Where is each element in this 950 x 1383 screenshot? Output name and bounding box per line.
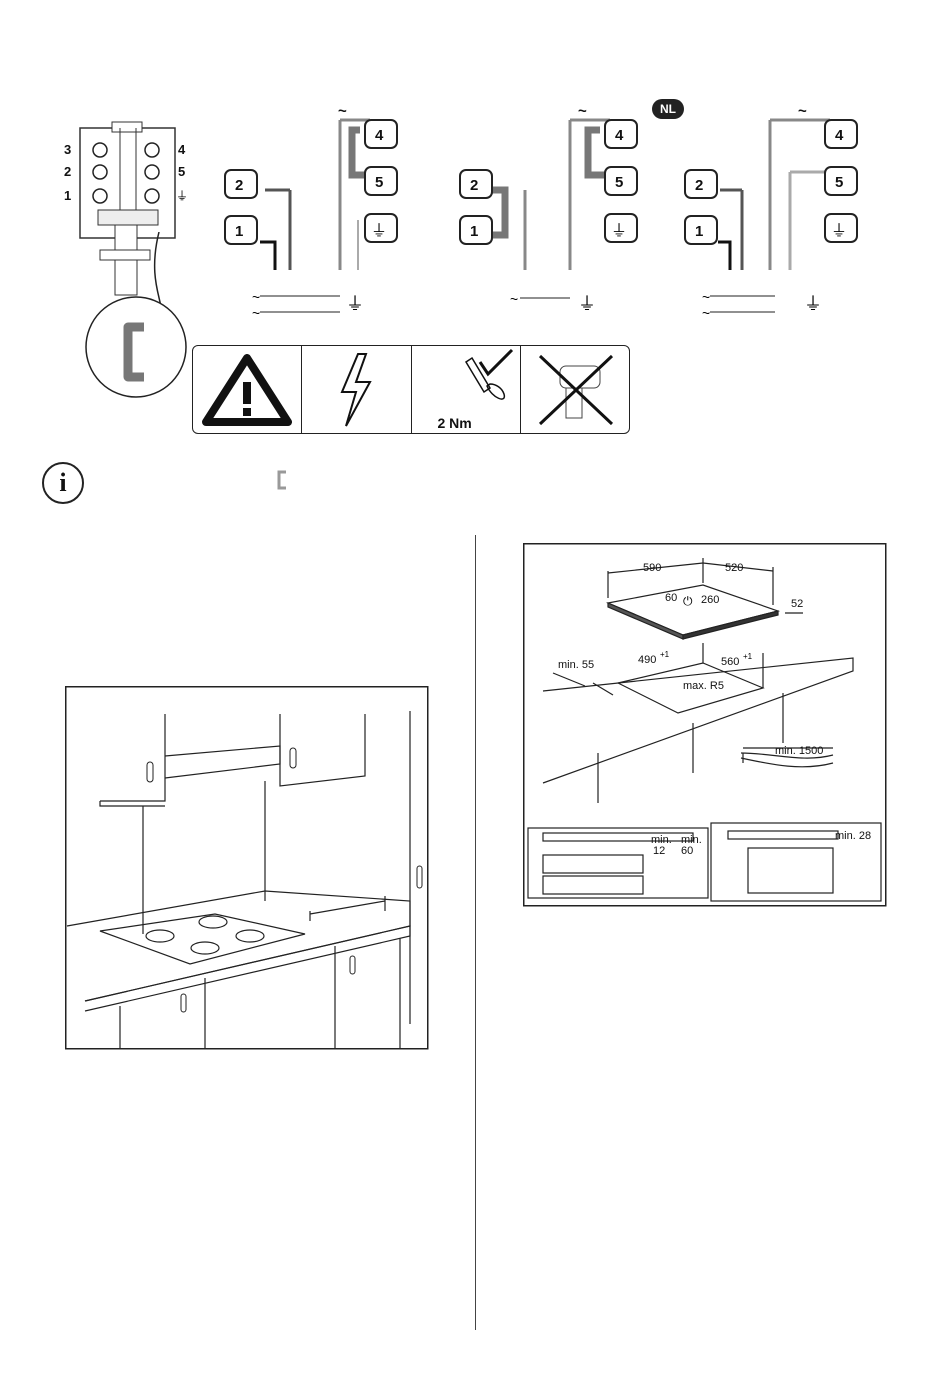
svg-text:~: ~ <box>252 289 260 305</box>
svg-text:~: ~ <box>798 103 807 120</box>
svg-text:1: 1 <box>470 223 478 240</box>
terminal-label-2: 2 <box>64 164 71 179</box>
power-icon: ⏻ <box>683 594 693 608</box>
svg-text:2: 2 <box>235 177 243 194</box>
svg-text:60: 60 <box>681 845 693 857</box>
ground-icon: ⏚ <box>831 222 847 240</box>
info-icon: i <box>42 462 84 504</box>
svg-text:min. 1500: min. 1500 <box>775 745 823 757</box>
svg-text:520: 520 <box>725 562 743 574</box>
svg-text:~: ~ <box>338 103 347 120</box>
terminal-label-5: 5 <box>178 164 185 179</box>
svg-text:min. 28: min. 28 <box>835 830 871 842</box>
svg-text:1: 1 <box>695 223 703 240</box>
bridge-magnifier <box>84 232 194 402</box>
screwdriver-torque-icon: 2 Nm <box>412 346 521 433</box>
svg-text:2: 2 <box>695 177 703 194</box>
ground-icon: ⏚ <box>804 294 822 314</box>
ground-icon: ⏚ <box>578 294 596 314</box>
ground-icon: ⏚ <box>346 294 364 314</box>
wiring-diagram-1: ~ 4 5 2 1 ⏚ ~ ~ ⏚ <box>225 103 397 321</box>
svg-text:4: 4 <box>615 127 624 144</box>
svg-text:5: 5 <box>835 174 843 191</box>
bridge-small-icon <box>276 470 288 490</box>
kitchen-installation-figure <box>65 686 429 1050</box>
ground-symbol-icon: ⏚ <box>176 189 188 203</box>
svg-text:4: 4 <box>375 127 384 144</box>
svg-text:260: 260 <box>701 594 719 606</box>
warning-icon <box>193 346 302 433</box>
svg-text:4: 4 <box>835 127 844 144</box>
wiring-diagram-3: ~ 4 5 2 1 ⏚ ~ ~ ⏚ <box>685 103 857 321</box>
svg-text:~: ~ <box>578 103 587 120</box>
svg-text:+1: +1 <box>743 652 753 661</box>
svg-text:min. 55: min. 55 <box>558 659 594 671</box>
terminal-label-4: 4 <box>178 142 186 157</box>
svg-text:+1: +1 <box>660 650 670 659</box>
terminal-label-3: 3 <box>64 142 71 157</box>
svg-text:60: 60 <box>665 592 677 604</box>
torque-label: 2 Nm <box>438 415 472 431</box>
column-divider <box>475 535 476 1330</box>
svg-text:590: 590 <box>643 562 661 574</box>
svg-text:~: ~ <box>702 289 710 305</box>
safety-icon-bar: 2 Nm <box>192 345 630 434</box>
svg-text:2: 2 <box>470 177 478 194</box>
svg-text:~: ~ <box>702 305 710 321</box>
svg-text:490: 490 <box>638 654 656 666</box>
electric-shock-icon <box>302 346 411 433</box>
ground-icon: ⏚ <box>611 222 627 240</box>
ground-icon: ⏚ <box>371 222 387 240</box>
svg-text:~: ~ <box>510 291 518 307</box>
svg-text:5: 5 <box>375 174 383 191</box>
svg-text:5: 5 <box>615 174 623 191</box>
svg-text:~: ~ <box>252 305 260 321</box>
no-power-drill-icon <box>521 346 629 433</box>
svg-text:12: 12 <box>653 845 665 857</box>
svg-text:1: 1 <box>235 223 243 240</box>
terminal-label-1: 1 <box>64 188 71 203</box>
wiring-diagram-2: ~ 4 5 2 1 ⏚ ~ ⏚ <box>460 103 637 314</box>
svg-text:max. R5: max. R5 <box>683 680 724 692</box>
cutout-dimension-figure: 590 520 60 ⏻ 260 52 min. 55 490 +1 560 +… <box>523 543 887 907</box>
svg-text:560: 560 <box>721 656 739 668</box>
svg-text:52: 52 <box>791 598 803 610</box>
wiring-diagrams: ~ 4 5 2 1 ⏚ ~ ~ ⏚ ~ 4 5 2 <box>220 100 860 330</box>
